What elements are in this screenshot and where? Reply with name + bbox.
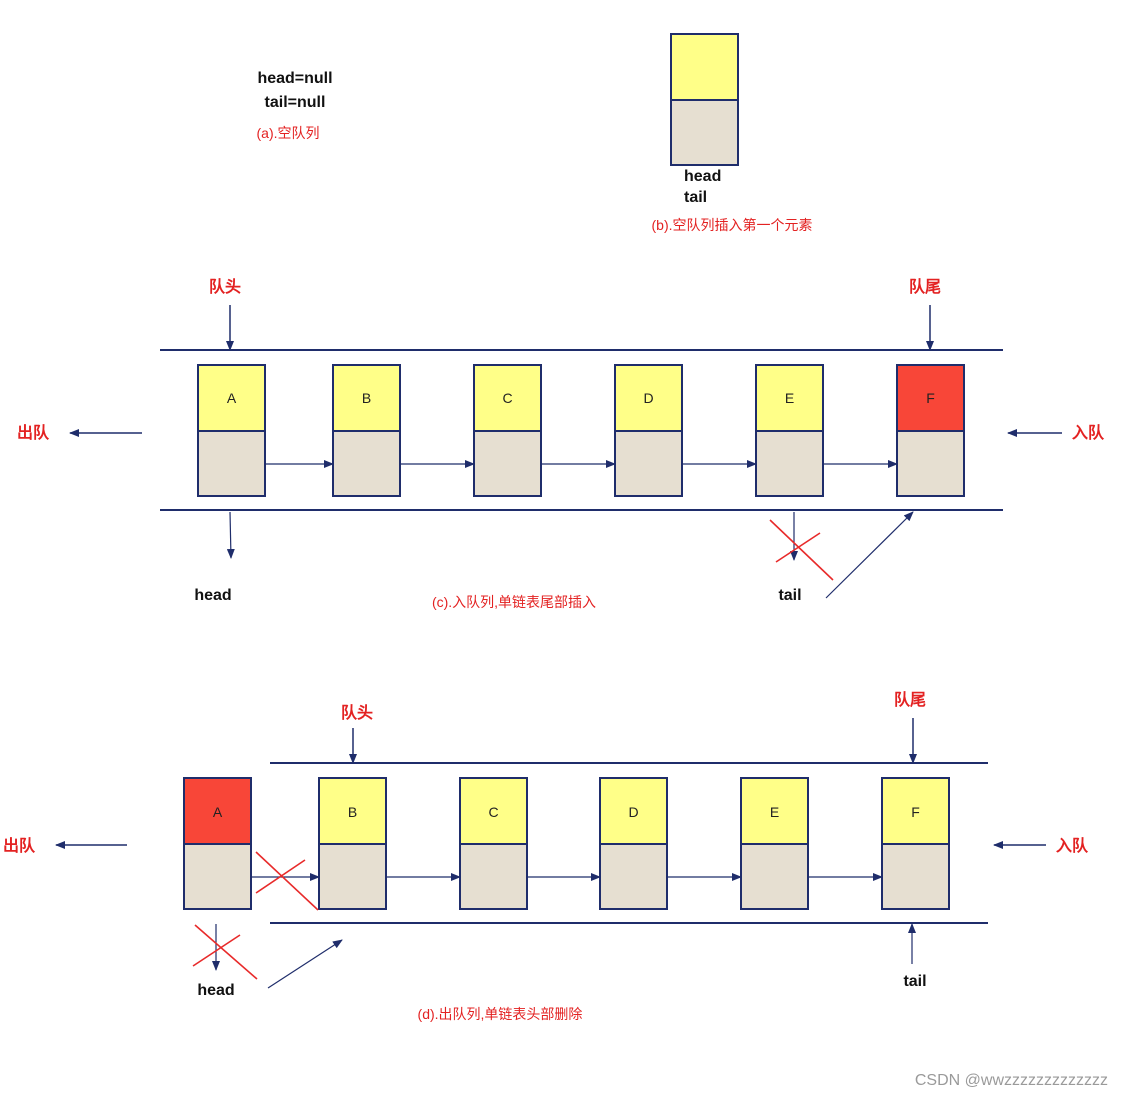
- panel-c-tail-text: tail: [778, 587, 801, 604]
- node-data-cell-highlighted: [896, 364, 965, 432]
- node-label: B: [348, 804, 357, 820]
- node-data-cell: [332, 364, 401, 432]
- panel-a-caption: (a).空队列: [257, 125, 320, 141]
- node-label: F: [911, 804, 920, 820]
- panel-d-removed-head-cross: [192, 924, 258, 980]
- node-next-cell: [183, 843, 252, 910]
- node-d-a: A: [183, 777, 252, 910]
- node-d-f: F: [881, 777, 950, 910]
- node-data-cell: [599, 777, 668, 845]
- watermark-text: CSDN @wwzzzzzzzzzzzzz: [915, 1072, 1108, 1089]
- node-c-e: E: [755, 364, 824, 497]
- panel-c-caption: (c).入队列,单链表尾部插入: [432, 594, 596, 610]
- panel-b-head-text: head: [684, 168, 721, 185]
- cross-stroke: [194, 924, 258, 980]
- node-next-cell: [755, 430, 824, 497]
- node-d-b: B: [318, 777, 387, 910]
- node-c-b: B: [332, 364, 401, 497]
- node-label: E: [785, 390, 794, 406]
- node-d-c: C: [459, 777, 528, 910]
- single-node-data-cell: [670, 33, 739, 101]
- cross-stroke: [255, 859, 306, 894]
- node-c-f: F: [896, 364, 965, 497]
- node-c-d: D: [614, 364, 683, 497]
- panel-d-tail-text: tail: [903, 973, 926, 990]
- node-next-cell: [318, 843, 387, 910]
- panel-d-head-text: head: [197, 982, 234, 999]
- node-data-cell-highlighted: [183, 777, 252, 845]
- panel-c-queue-tail-label: 队尾: [909, 277, 941, 296]
- cross-stroke: [775, 532, 821, 563]
- panel-d-caption: (d).出队列,单链表头部删除: [418, 1006, 583, 1022]
- panel-c-enqueue: 队头 队尾 出队 入队 A B C D: [17, 277, 1105, 610]
- node-c-c: C: [473, 364, 542, 497]
- panel-c-enqueue-label: 入队: [1072, 423, 1105, 442]
- node-label: D: [628, 804, 638, 820]
- node-next-cell: [896, 430, 965, 497]
- node-label: C: [502, 390, 512, 406]
- panel-b-first-insert: head tail (b).空队列插入第一个元素: [652, 33, 813, 233]
- node-data-cell: [755, 364, 824, 432]
- panel-d-dequeue: 队头 队尾 出队 入队 A B C D: [3, 690, 1089, 1022]
- node-next-cell: [599, 843, 668, 910]
- panel-d-removed-link-cross: [255, 851, 319, 911]
- tail-null-text: tail=null: [265, 94, 326, 111]
- panel-d-queue-tail-label: 队尾: [894, 690, 926, 709]
- panel-c-head-pointer-arrow: [226, 511, 235, 559]
- node-label: B: [362, 390, 371, 406]
- panel-c-new-tail-pointer-arrow: [825, 511, 914, 599]
- head-null-text: head=null: [257, 70, 332, 87]
- node-label: E: [770, 804, 779, 820]
- panel-c-removed-tail-cross: [769, 519, 834, 581]
- node-next-cell: [740, 843, 809, 910]
- panel-c-head-text: head: [194, 587, 231, 604]
- node-next-cell: [614, 430, 683, 497]
- panel-d-new-head-pointer-arrow: [267, 939, 343, 989]
- node-next-cell: [459, 843, 528, 910]
- node-next-cell: [197, 430, 266, 497]
- node-next-cell: [473, 430, 542, 497]
- cross-stroke: [192, 934, 241, 967]
- panel-d-enqueue-label: 入队: [1056, 836, 1089, 855]
- node-data-cell: [881, 777, 950, 845]
- node-label: A: [213, 804, 223, 820]
- panel-d-dequeue-label: 出队: [3, 836, 36, 855]
- node-d-e: E: [740, 777, 809, 910]
- cross-stroke: [255, 851, 319, 911]
- node-data-cell: [459, 777, 528, 845]
- cross-stroke: [769, 519, 834, 581]
- panel-c-dequeue-label: 出队: [17, 423, 50, 442]
- node-data-cell: [740, 777, 809, 845]
- panel-b-tail-text: tail: [684, 189, 707, 206]
- panel-b-caption: (b).空队列插入第一个元素: [652, 217, 813, 233]
- node-data-cell: [318, 777, 387, 845]
- node-c-a: A: [197, 364, 266, 497]
- node-label: C: [488, 804, 498, 820]
- panel-c-queue-head-label: 队头: [209, 277, 241, 296]
- panel-d-queue-head-label: 队头: [341, 703, 373, 722]
- node-next-cell: [881, 843, 950, 910]
- node-label: A: [227, 390, 237, 406]
- panel-a-empty-queue: head=null tail=null (a).空队列: [257, 70, 333, 141]
- node-d-d: D: [599, 777, 668, 910]
- single-node-next-cell: [670, 99, 739, 166]
- node-label: F: [926, 390, 935, 406]
- node-data-cell: [473, 364, 542, 432]
- node-label: D: [643, 390, 653, 406]
- node-next-cell: [332, 430, 401, 497]
